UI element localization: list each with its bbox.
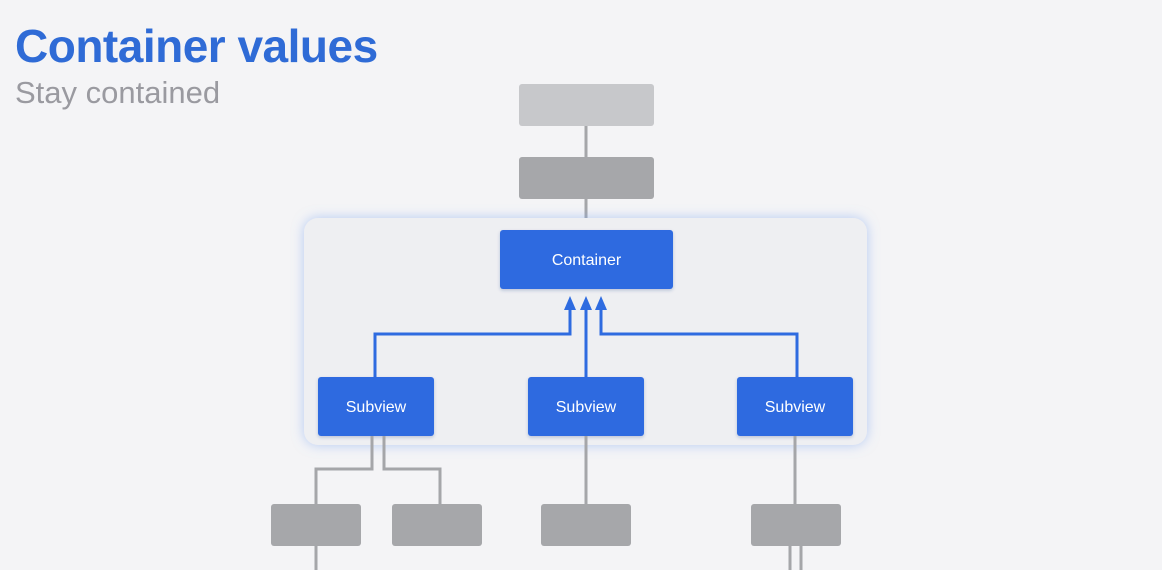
- arrow-left-path: [373, 309, 572, 378]
- child-view-node: [541, 504, 631, 546]
- arrow-right-path: [599, 309, 799, 378]
- container-node-box: [500, 230, 673, 289]
- slide-title: Container values: [15, 20, 378, 72]
- arrowhead-right: [595, 296, 607, 310]
- connector-subview1-to-child1: [314, 436, 374, 504]
- subview-node-label: Subview: [346, 399, 407, 416]
- connector-subview1-to-child2: [382, 436, 442, 504]
- subview-node-box: [737, 377, 853, 436]
- subview-node-box: [318, 377, 434, 436]
- subview-node-label: Subview: [765, 399, 826, 416]
- arrowhead-middle: [580, 296, 592, 310]
- container-node-label: Container: [552, 252, 622, 269]
- child-view-node: [751, 504, 841, 546]
- ancestor-view-node-top: [519, 84, 654, 126]
- subview-node: Subview: [318, 377, 434, 436]
- arrowhead-left: [564, 296, 576, 310]
- subview-node: Subview: [737, 377, 853, 436]
- lower-connectors: [314, 436, 803, 570]
- subview-node: Subview: [528, 377, 644, 436]
- ancestor-view-node: [519, 157, 654, 199]
- subview-node-label: Subview: [556, 399, 617, 416]
- child-view-node: [392, 504, 482, 546]
- container-node: Container: [500, 230, 673, 289]
- child-view-node: [271, 504, 361, 546]
- subview-node-box: [528, 377, 644, 436]
- value-flow-arrows: [373, 296, 799, 378]
- slide-subtitle: Stay contained: [15, 75, 221, 110]
